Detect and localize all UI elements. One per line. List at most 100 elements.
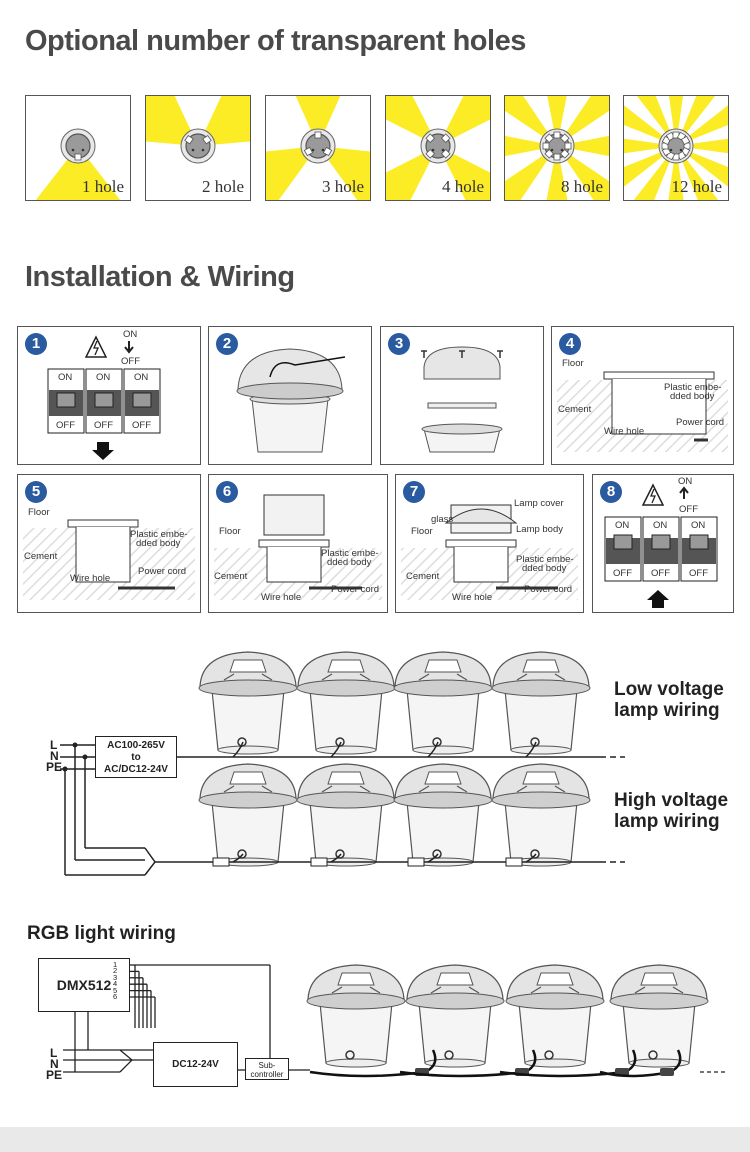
cement-label: Cement xyxy=(24,551,58,562)
dmx-controller-label: DMX512 xyxy=(56,977,112,993)
lamp-icon xyxy=(491,763,591,867)
switch-on-label: ON xyxy=(96,372,111,383)
wire-hole-label: Wire hole xyxy=(452,592,493,603)
dc-power-box: DC12-24V xyxy=(153,1042,238,1087)
hole-notch xyxy=(425,148,436,159)
switch-state-off: OFF xyxy=(121,356,140,367)
light-beam xyxy=(676,96,716,146)
embedded-body xyxy=(75,527,131,583)
lamp-icon xyxy=(198,651,298,755)
high-voltage-title: High voltage lamp wiring xyxy=(614,790,728,832)
lamp-icon xyxy=(505,964,605,1068)
screw-icon xyxy=(459,350,465,358)
plastic-body-label-2: dded body xyxy=(327,557,372,568)
step-number-badge: 6 xyxy=(216,481,238,503)
light-beam xyxy=(295,96,341,146)
light-beam-icon xyxy=(146,96,250,164)
dmx-port-6: 6 xyxy=(113,992,118,1002)
light-beam xyxy=(668,96,684,146)
embedded-body-flange xyxy=(603,371,715,380)
light-beam-icon xyxy=(386,96,490,200)
dmx-controller-box: DMX512 xyxy=(38,958,130,1012)
rotate-icon xyxy=(269,356,346,378)
light-beam xyxy=(624,146,676,187)
step-number-badge: 4 xyxy=(559,333,581,355)
line-l-label: L xyxy=(50,738,58,752)
hole-notch xyxy=(303,146,314,157)
power-cord-label: Power cord xyxy=(331,584,380,595)
wire-hole-label: Wire hole xyxy=(604,426,645,437)
hole-label: 12 hole xyxy=(671,177,722,196)
switch-off-label: OFF xyxy=(689,568,708,579)
switch-on-label: ON xyxy=(691,520,706,531)
hole-option-2: 2 hole xyxy=(145,95,251,201)
hole-label: 4 hole xyxy=(441,177,484,196)
hole-notch xyxy=(440,133,451,144)
lamp-cover-label: Lamp cover xyxy=(514,498,564,509)
switch-state-on: ON xyxy=(123,329,138,340)
wire-hole-label: Wire hole xyxy=(261,592,302,603)
light-beam xyxy=(386,96,438,146)
hole-label: 1 hole xyxy=(81,177,124,196)
power-cord-label: Power cord xyxy=(676,417,725,428)
lamp-body-label: Lamp body xyxy=(516,524,564,535)
floor-label: Floor xyxy=(219,526,241,537)
lamp-icon xyxy=(393,651,493,755)
light-beam-icon xyxy=(35,128,121,200)
light-beam xyxy=(505,96,557,146)
light-beam-icon xyxy=(624,96,728,200)
light-beam xyxy=(505,146,557,200)
connector xyxy=(415,1068,429,1076)
switch-off-label: OFF xyxy=(651,568,670,579)
driver-line-1: AC100-265V xyxy=(107,740,165,751)
light-beam-icon xyxy=(266,96,370,200)
light-beam xyxy=(547,96,567,146)
light-beam xyxy=(318,146,370,200)
hole-notch xyxy=(322,146,333,157)
light-beam xyxy=(146,96,198,146)
lamp-cover xyxy=(423,346,501,380)
low-voltage-title: Low voltage lamp wiring xyxy=(614,679,724,721)
hole-notch xyxy=(680,135,691,146)
install-heading: Installation & Wiring xyxy=(25,261,295,293)
light-beam xyxy=(546,146,568,200)
hole-notch xyxy=(559,148,570,159)
driver-line-2: to xyxy=(131,752,141,763)
install-step-2: 2 xyxy=(208,326,372,465)
step-number-badge: 3 xyxy=(388,333,410,355)
light-beam xyxy=(505,135,557,157)
switch-on-label: ON xyxy=(58,372,73,383)
plastic-body-label-2: dded body xyxy=(522,563,567,574)
direction-arrow-icon xyxy=(124,341,134,354)
dmx-port-5: 5 xyxy=(113,985,118,995)
light-beam xyxy=(35,146,121,200)
lamp-icon xyxy=(609,964,709,1068)
step-number-badge: 7 xyxy=(403,481,425,503)
power-cord-label: Power cord xyxy=(138,566,187,577)
screw-icon xyxy=(421,350,427,358)
rgb-line-l: L xyxy=(50,1046,58,1060)
sub-controller-line-2: controller xyxy=(250,1070,284,1079)
rgb-line-n: N xyxy=(50,1057,59,1071)
hole-option-4: 4 hole xyxy=(385,95,491,201)
hole-notch xyxy=(553,153,561,161)
plastic-body-label: Plastic embe- xyxy=(130,529,188,540)
dc-power-label: DC12-24V xyxy=(172,1059,219,1070)
sub-controller-line-1: Sub- xyxy=(258,1061,276,1070)
embedded-body-flange xyxy=(67,519,139,528)
light-beam xyxy=(557,135,609,157)
sub-controller-box: Sub- controller xyxy=(245,1058,289,1080)
dmx-port-2: 2 xyxy=(113,966,118,976)
lamp-icon xyxy=(393,763,493,867)
hole-notch xyxy=(559,133,570,144)
power-cord-label: Power cord xyxy=(524,584,573,595)
ac-driver-box: AC100-265V to AC/DC12-24V xyxy=(95,736,177,778)
glass xyxy=(427,402,497,409)
step-number-badge: 1 xyxy=(25,333,47,355)
lamp-icon xyxy=(296,651,396,755)
lamp-icon xyxy=(296,763,396,867)
step-number-badge: 5 xyxy=(25,481,47,503)
